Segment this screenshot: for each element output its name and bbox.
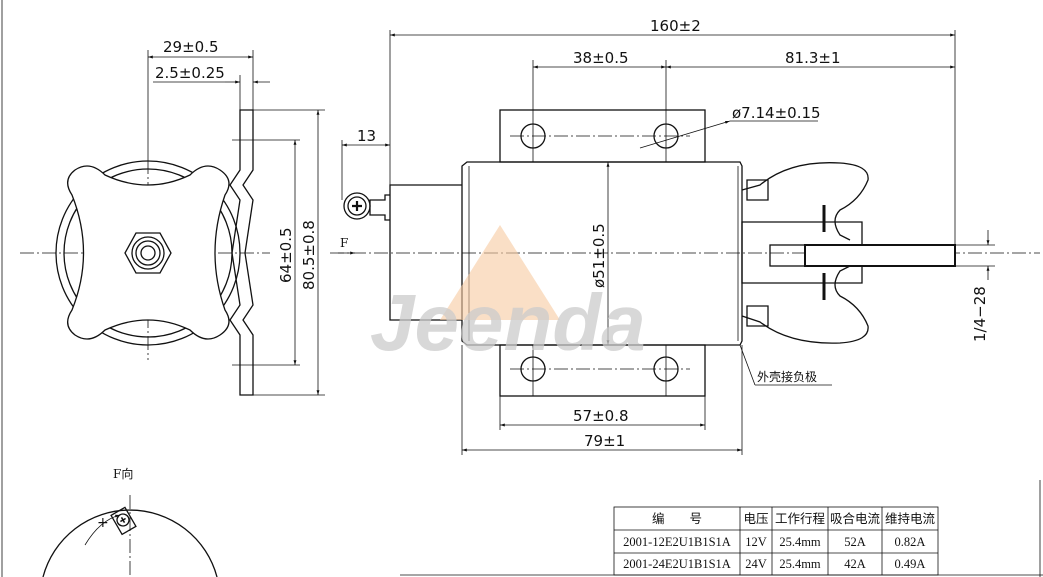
table-header-hold-current: 维持电流: [885, 511, 936, 526]
table-cell: 25.4mm: [779, 557, 821, 571]
dim-hole-offset: 38±0.5: [573, 49, 629, 67]
thread-spec: 1/4−28: [971, 286, 989, 342]
main-side-view: 160±2 38±0.5 81.3±1 ø7.14±0.15 13 ø51±0.…: [330, 17, 1040, 455]
table-header-voltage: 电压: [743, 512, 768, 526]
table-header-stroke: 工作行程: [775, 511, 826, 526]
terminal-screw-icon: [110, 506, 137, 536]
ground-note: 外壳接负极: [757, 369, 817, 384]
dim-body-diameter: ø51±0.5: [590, 223, 608, 288]
table-cell: 2001-12E2U1B1S1A: [623, 535, 731, 549]
dim-plate-height: 80.5±0.8: [300, 220, 318, 290]
force-label: F: [340, 236, 348, 250]
view-f-outline: [42, 509, 218, 577]
table-cell: 42A: [844, 557, 866, 571]
table-cell: 52A: [844, 535, 866, 549]
table-cell: 12V: [745, 535, 767, 549]
plus-sign-icon: +: [97, 515, 109, 531]
dim-plate-width: 57±0.8: [573, 407, 629, 425]
table-cell: 0.49A: [895, 557, 926, 571]
dim-body-length: 79±1: [584, 432, 625, 450]
dim-thickness: 2.5±0.25: [155, 64, 225, 82]
table-header-pull-current: 吸合电流: [830, 511, 881, 526]
table-cell: 24V: [745, 557, 767, 571]
table-cell: 2001-24E2U1B1S1A: [623, 557, 731, 571]
left-end-view: 29±0.5 2.5±0.25 64±0.5 80.5±0.8: [20, 38, 325, 396]
table-header-model: 编 号: [652, 511, 702, 526]
dim-terminal: 13: [357, 127, 376, 145]
watermark-text: Jeenda: [370, 278, 646, 367]
dim-width: 29±0.5: [163, 38, 219, 56]
watermark-logo: Jeenda: [370, 225, 646, 367]
watermark-triangle-icon: [440, 225, 560, 320]
table-cell: 0.82A: [895, 535, 926, 549]
dim-shaft-length: 81.3±1: [785, 49, 841, 67]
dim-overall-length: 160±2: [650, 17, 701, 35]
dim-hole-spacing: 64±0.5: [277, 227, 295, 283]
view-f-label: F向: [113, 466, 133, 481]
dim-hole-diameter: ø7.14±0.15: [732, 104, 821, 122]
table-cell: 25.4mm: [779, 535, 821, 549]
spec-table: 编 号 电压 工作行程 吸合电流 维持电流 2001-12E2U1B1S1A 1…: [613, 506, 939, 576]
view-f: F向 +: [42, 466, 218, 577]
